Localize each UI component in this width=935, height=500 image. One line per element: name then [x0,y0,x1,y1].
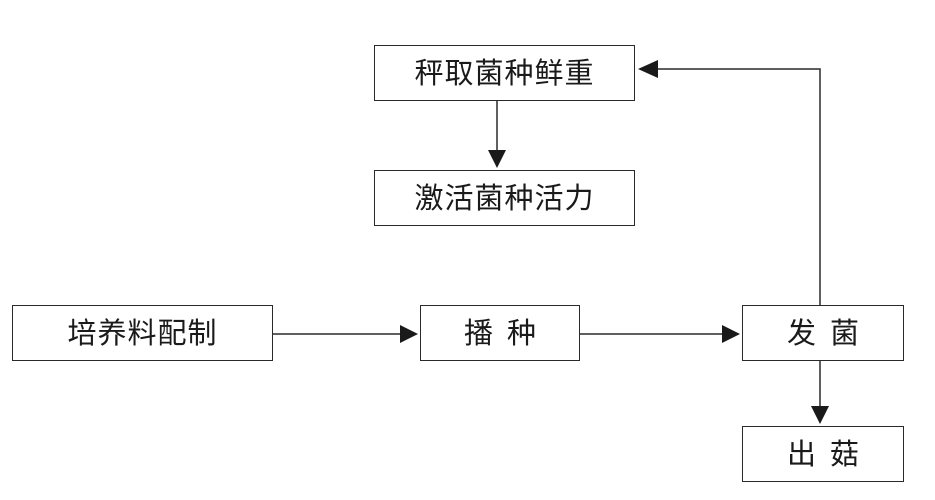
node-fruiting: 出菇 [742,426,904,482]
arrow-grow-to-weigh [638,60,821,305]
node-weigh-spawn: 秤取菌种鲜重 [374,45,635,101]
node-activate-spawn: 激活菌种活力 [374,170,635,226]
node-sowing: 播种 [420,305,580,361]
arrow-sow-to-grow [580,325,740,343]
node-prepare-substrate: 培养料配制 [12,305,273,361]
arrow-grow-to-fruit [811,361,829,424]
node-mycelium-growth: 发菌 [742,305,904,361]
arrow-prepare-to-sow [273,325,418,343]
arrow-weigh-to-activate [488,101,506,168]
